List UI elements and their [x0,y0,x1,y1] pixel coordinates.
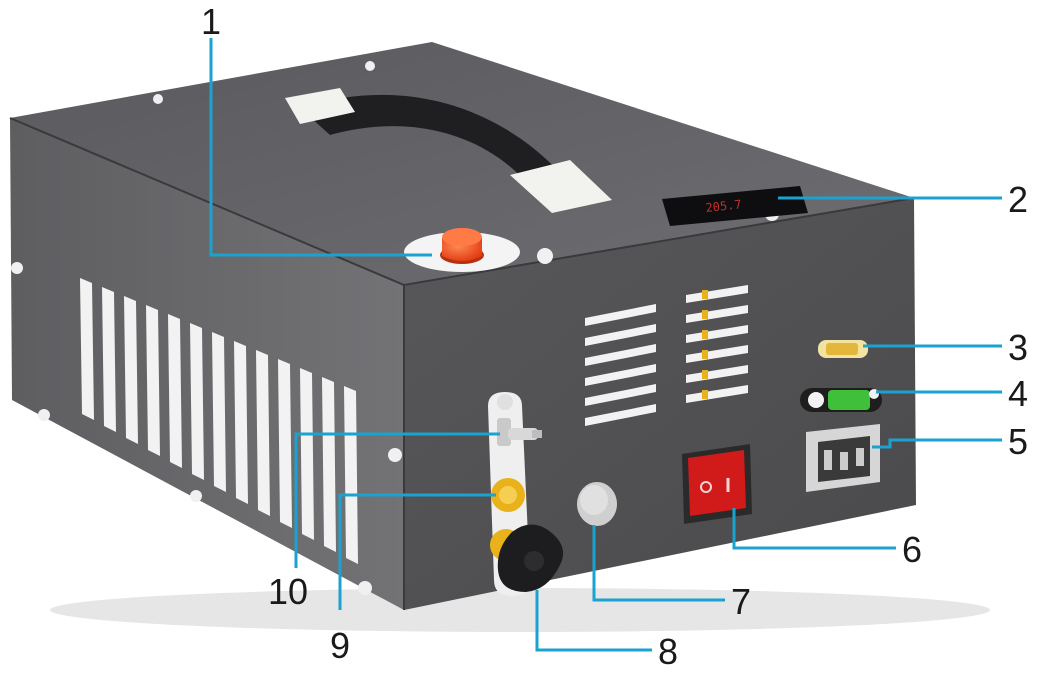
callout-1: 1 [201,1,221,42]
outlet-plate [488,392,564,596]
power-inlet [806,424,880,492]
callout-5: 5 [1008,421,1028,462]
callout-6: 6 [902,529,922,570]
power-switch [682,444,752,524]
drain-knob [490,524,564,592]
leader-10 [294,432,500,568]
front-panel [404,198,916,610]
leader-8 [535,590,652,652]
callout-8: 8 [658,631,678,672]
leader-9 [338,493,496,610]
callout-9: 9 [330,625,350,666]
floor-shadow [50,588,990,632]
callout-10: 10 [268,571,308,612]
air-outlet-fitting [497,394,542,446]
digital-display: 205.7 [662,186,808,226]
carry-handle [285,88,612,213]
round-cap [577,482,617,526]
yellow-plug [491,478,525,512]
callout-2: 2 [1008,179,1028,220]
leader-7 [592,525,725,602]
green-fuse [800,388,882,412]
callout-7: 7 [731,581,751,622]
callout-4: 4 [1008,373,1028,414]
leader-1 [209,38,432,257]
fan-vent [686,285,748,403]
leader-6 [732,508,896,550]
side-vent [80,278,358,564]
callout-3: 3 [1008,327,1028,368]
callout-labels: 1 2 3 4 5 6 7 8 9 10 [201,1,1028,672]
relief-valve-knob [404,228,520,272]
leader-lines [209,38,1002,652]
display-readout: 205.7 [705,197,742,215]
front-vent [585,304,656,426]
leader-5 [872,438,1002,449]
fuse-holder [818,340,868,358]
